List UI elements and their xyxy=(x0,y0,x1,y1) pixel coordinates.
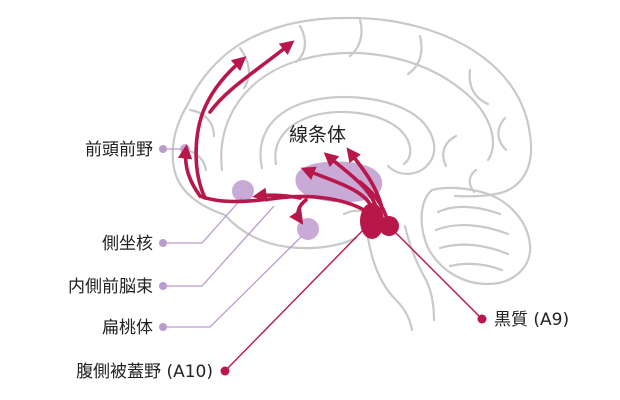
nucleus-accumbens-region xyxy=(232,180,254,202)
gyrus-fold-10 xyxy=(468,168,478,194)
mesocortical-trunk xyxy=(198,194,366,212)
gyrus-fold-6 xyxy=(497,116,508,152)
vta-leader-dot xyxy=(220,366,230,376)
gyrus-fold-1 xyxy=(238,46,250,90)
gyrus-fold-4 xyxy=(406,34,423,76)
corpus-callosum xyxy=(259,95,436,175)
mfb-leader-dot xyxy=(159,282,167,290)
striatum-branch-2 xyxy=(323,152,377,206)
brainstem-back xyxy=(403,224,436,322)
substantia-nigra-leader xyxy=(388,225,483,320)
substantia-nigra-label: 黒質 (A9) xyxy=(494,310,569,330)
mfb-leader xyxy=(163,205,275,287)
substantia-nigra-leader-dot xyxy=(477,314,487,324)
gyrus-fold-2 xyxy=(294,24,306,64)
nucleus-accumbens-label: 側坐核 xyxy=(102,234,153,254)
source-leaders xyxy=(224,220,483,372)
striatum-branch-4 xyxy=(358,180,388,218)
gyrus-fold-3 xyxy=(348,18,363,58)
accumbens-leader xyxy=(163,196,244,244)
cingulate-gyrus xyxy=(220,51,495,172)
temporal-lobe-contour xyxy=(223,213,358,250)
gyrus-fold-5 xyxy=(468,68,490,106)
source-nuclei xyxy=(360,203,399,239)
nuclei xyxy=(180,144,383,240)
amygdala-leader-dot xyxy=(159,323,167,331)
leader-lines xyxy=(163,148,303,328)
prefrontal-cortex-label: 前頭前野 xyxy=(85,140,153,160)
ventral-tegmental-area-label: 腹側被蓋野 (A10) xyxy=(76,362,213,382)
cerebellum-contour xyxy=(420,186,532,286)
brain-outline xyxy=(171,16,533,332)
amygdala-label: 扁桃体 xyxy=(102,318,153,338)
vta-leader xyxy=(224,220,373,372)
brainstem-front xyxy=(366,236,414,332)
prefrontal-ascending xyxy=(194,56,247,200)
dopamine-pathways xyxy=(177,40,388,225)
prefrontal-upper-branch xyxy=(208,40,295,114)
amygdala-branch xyxy=(289,198,308,225)
lateral-ventricle xyxy=(274,110,412,166)
gyrus-fold-7 xyxy=(188,108,216,138)
prefrontal-short-branch xyxy=(177,144,202,198)
leader-endpoints xyxy=(159,145,167,331)
striatum-branch-1 xyxy=(300,166,372,206)
amygdala-leader xyxy=(163,235,303,328)
gyrus-fold-9 xyxy=(442,134,458,168)
prefrontal-leader-dot xyxy=(159,145,167,153)
accumbens-branch xyxy=(252,187,302,202)
cerebellum-folia xyxy=(434,205,510,272)
accumbens-leader-dot xyxy=(159,239,167,247)
striatum-label: 線条体 xyxy=(289,124,346,146)
labels: 線条体 前頭前野 側坐核 内側前脳束 扁桃体 黒質 (A9) 腹側被蓋野 (A1… xyxy=(68,124,569,382)
medial-forebrain-bundle-label: 内側前脳束 xyxy=(68,277,153,297)
source-leader-endpoints xyxy=(220,314,487,376)
cerebrum-contour xyxy=(171,16,533,217)
